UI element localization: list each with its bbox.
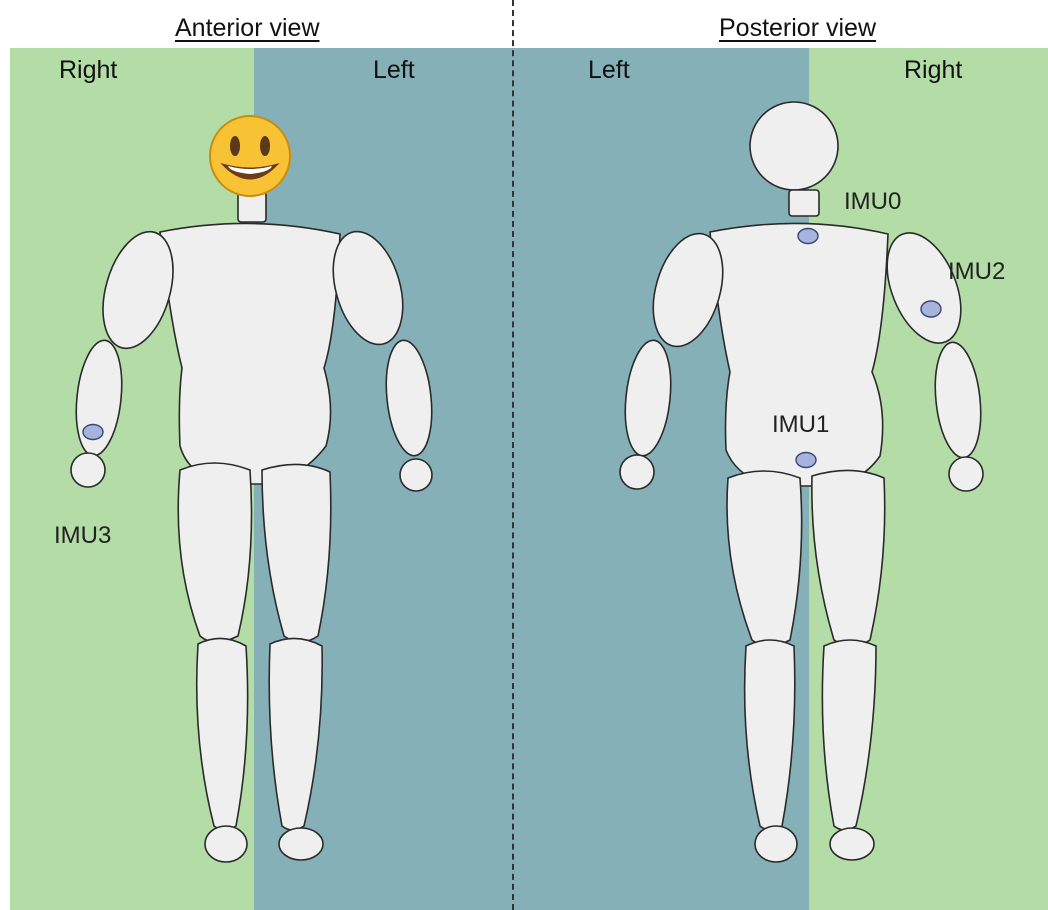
imu1-label: IMU1	[772, 411, 829, 439]
imu0-sensor	[798, 229, 818, 244]
anterior-right-foot	[205, 826, 247, 862]
anterior-right-side-label: Right	[59, 56, 117, 85]
posterior-left-hand	[620, 455, 654, 489]
imu2-sensor	[921, 301, 941, 317]
posterior-neck	[789, 190, 819, 216]
imu0-label: IMU0	[844, 188, 901, 216]
anterior-left-hand	[400, 459, 432, 491]
imu2-label: IMU2	[948, 258, 1005, 286]
anterior-left-foot	[279, 828, 323, 860]
posterior-head	[750, 102, 838, 190]
anterior-torso	[160, 223, 340, 484]
anterior-right-hand	[71, 453, 105, 487]
imu3-label: IMU3	[54, 522, 111, 550]
imu3-sensor	[83, 425, 103, 440]
anterior-view-title: Anterior view	[175, 14, 320, 43]
view-divider-line	[512, 0, 514, 910]
smiling-face-icon	[210, 116, 290, 196]
anterior-left-side-label: Left	[373, 56, 415, 85]
posterior-view-title: Posterior view	[719, 14, 876, 43]
posterior-left-side-label: Left	[588, 56, 630, 85]
posterior-right-side-label: Right	[904, 56, 962, 85]
posterior-left-foot	[755, 826, 797, 862]
imu1-sensor	[796, 453, 816, 468]
posterior-right-foot	[830, 828, 874, 860]
posterior-torso	[710, 223, 888, 486]
posterior-right-hand	[949, 457, 983, 491]
